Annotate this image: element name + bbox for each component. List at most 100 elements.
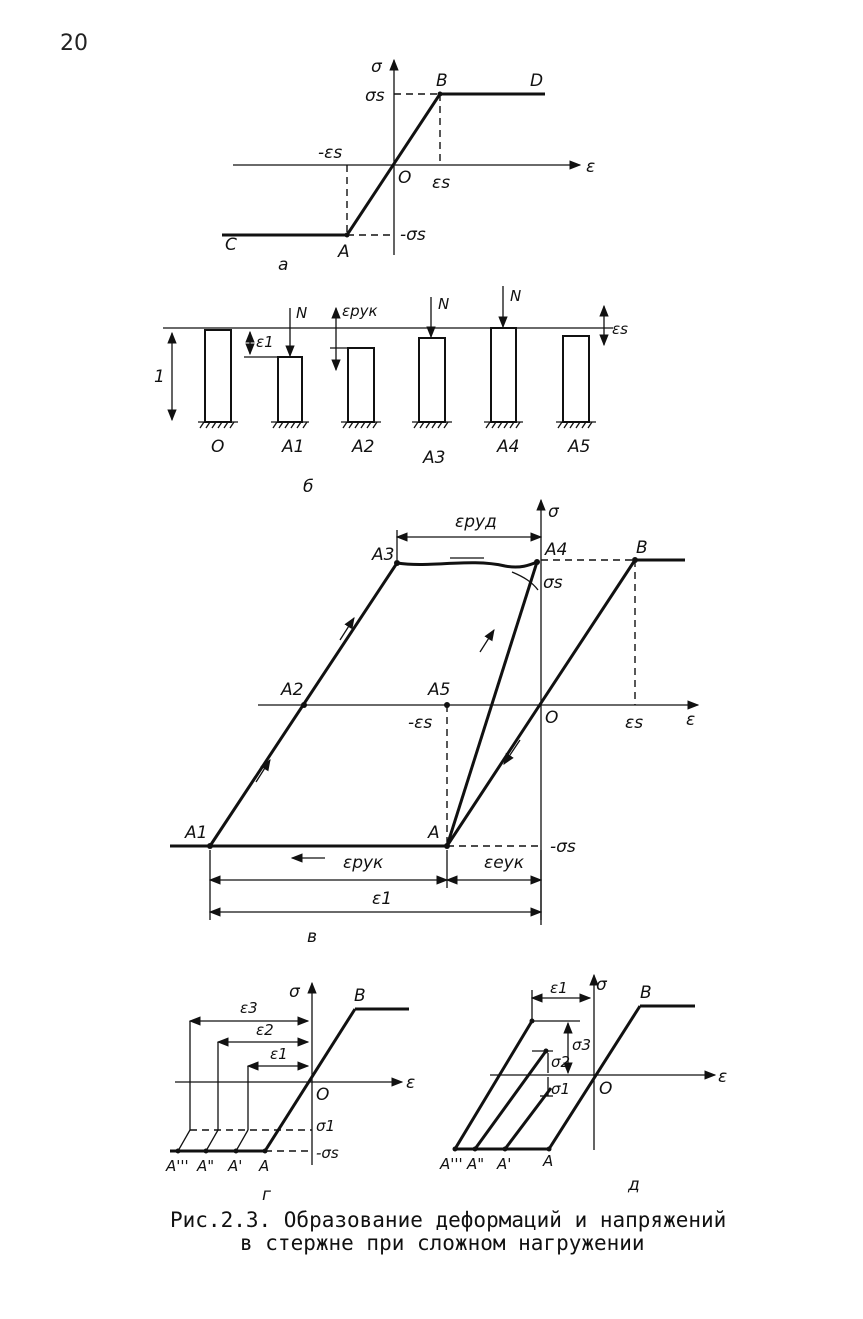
- g-label-O: O: [316, 1085, 329, 1105]
- a-label-O: O: [398, 168, 411, 188]
- d-label-A3p: A''': [439, 1155, 463, 1173]
- g-label-A2p: A": [196, 1157, 214, 1175]
- v-label-eps-yd-p: εpуд: [455, 512, 497, 532]
- v-line-A3-A4: [396, 560, 538, 569]
- a-label-B: B: [436, 71, 448, 91]
- d-label-sigma: σ: [596, 975, 608, 995]
- b-bar-O: [204, 329, 232, 423]
- b-hatch-A2: [342, 421, 378, 429]
- g-label-A1p: A': [227, 1157, 242, 1175]
- d-point-A: [546, 1146, 552, 1152]
- d-label-A1p: A': [496, 1155, 511, 1173]
- b-label-bar-A3: A3: [422, 448, 445, 468]
- d-label-eps1: ε1: [550, 979, 568, 997]
- v-label-sigma-s: σs: [543, 573, 563, 593]
- v-label-eps1: ε1: [372, 889, 392, 909]
- panel-g: ε3 ε2 ε1 σ B O ε σ1 -σs A''' A" A' A г: [165, 981, 415, 1205]
- b-label-bar-O: O: [211, 437, 224, 457]
- b-label-bar-A5: A5: [567, 437, 590, 457]
- v-curve-sigma-s: [511, 571, 539, 591]
- g-label-sigma1: σ1: [316, 1117, 335, 1135]
- v-line-A-A4: [445, 561, 539, 847]
- b-label-force-A3: N: [438, 295, 449, 313]
- b-bar-A3: [418, 337, 446, 423]
- v-label-eps-yk-e: εeук: [484, 853, 525, 873]
- d-label-sigma3: σ3: [572, 1036, 591, 1054]
- v-label-A1: A1: [184, 823, 207, 843]
- b-label-eps1: ε1: [256, 333, 274, 351]
- g-unload-2: [205, 1129, 219, 1152]
- v-label-minus-eps-s: -εs: [408, 713, 432, 733]
- b-bar-A2: [347, 347, 375, 423]
- b-bar-A5: [562, 335, 590, 423]
- g-label-B: B: [354, 986, 366, 1006]
- v-label-A: A: [427, 823, 440, 843]
- g-point-A2p: [203, 1148, 209, 1154]
- d-point-A3p: [452, 1146, 458, 1152]
- d-label-A: A: [542, 1152, 553, 1170]
- d-label-eps: ε: [718, 1067, 727, 1087]
- b-hatch-A5: [557, 421, 593, 429]
- b-label-force-A1: N: [296, 304, 307, 322]
- a-label-eps-s: εs: [432, 173, 450, 193]
- g-point-A1p: [233, 1148, 239, 1154]
- g-label-A: A: [258, 1157, 269, 1175]
- panel-v: εpуд εpук εeук ε1 σ A3 A4 σs B A2 A5 -εs…: [170, 498, 700, 947]
- b-label-bar-A1: A1: [281, 437, 304, 457]
- v-dir-arrow-3: [479, 629, 495, 653]
- caption-line-1: Рис.2.3. Образование деформаций и напряж…: [170, 1208, 726, 1232]
- d-point-A2p: [472, 1146, 478, 1152]
- d-line-A2p: [473, 1050, 548, 1150]
- g-label-sigma: σ: [289, 982, 301, 1002]
- d-point-2: [543, 1048, 549, 1054]
- v-label-eps: ε: [686, 710, 695, 730]
- a-point-A: [344, 232, 350, 238]
- v-label-B: B: [636, 538, 648, 558]
- v-point-B: [632, 557, 638, 563]
- d-panel-tag: д: [627, 1175, 640, 1195]
- b-panel-tag: б: [303, 477, 313, 497]
- g-label-eps: ε: [406, 1073, 415, 1093]
- g-unload-3: [177, 1129, 191, 1152]
- a-label-sigma-s: σs: [365, 86, 385, 106]
- b-bar-A1: [277, 356, 303, 423]
- v-label-sigma: σ: [548, 502, 560, 522]
- v-point-A5: [444, 702, 450, 708]
- g-label-eps2: ε2: [256, 1021, 274, 1039]
- page-number: 20: [60, 31, 88, 56]
- b-hatch-A1: [272, 421, 308, 429]
- b-hatch-A4: [485, 421, 521, 429]
- a-label-C: C: [225, 235, 237, 255]
- v-dir-arrow-1: [339, 617, 355, 641]
- d-line-A1p: [503, 1087, 553, 1150]
- d-line-A3p: [453, 1020, 534, 1150]
- g-label-eps3: ε3: [240, 999, 258, 1017]
- a-label-minus-sigma-s: -σs: [400, 225, 426, 245]
- d-point-3: [529, 1018, 535, 1024]
- g-point-A: [262, 1148, 268, 1154]
- v-point-A: [444, 843, 450, 849]
- a-label-D: D: [530, 71, 543, 91]
- panel-a: σ σs B D -εs O εs ε -σs C A а: [222, 57, 595, 275]
- v-panel-tag: в: [307, 927, 317, 947]
- v-point-A4: [534, 559, 540, 565]
- b-hatch-O: [199, 421, 235, 429]
- a-label-A: A: [337, 242, 350, 262]
- g-label-minus-sigma-s: -σs: [316, 1144, 339, 1162]
- g-panel-tag: г: [262, 1185, 271, 1205]
- b-label-eps-yk-p: εpук: [342, 302, 378, 320]
- b-bar-A4: [490, 327, 517, 423]
- v-label-minus-sigma-s: -σs: [550, 837, 576, 857]
- d-label-sigma1: σ1: [551, 1080, 570, 1098]
- a-label-sigma: σ: [371, 57, 383, 77]
- v-label-A4: A4: [544, 540, 567, 560]
- v-label-O: O: [545, 708, 558, 728]
- d-label-B: B: [640, 983, 652, 1003]
- v-point-A1: [207, 843, 213, 849]
- b-label-bar-A2: A2: [351, 437, 374, 457]
- g-label-A3p: A''': [165, 1157, 189, 1175]
- a-panel-tag: а: [278, 255, 288, 275]
- v-label-A5: A5: [427, 680, 450, 700]
